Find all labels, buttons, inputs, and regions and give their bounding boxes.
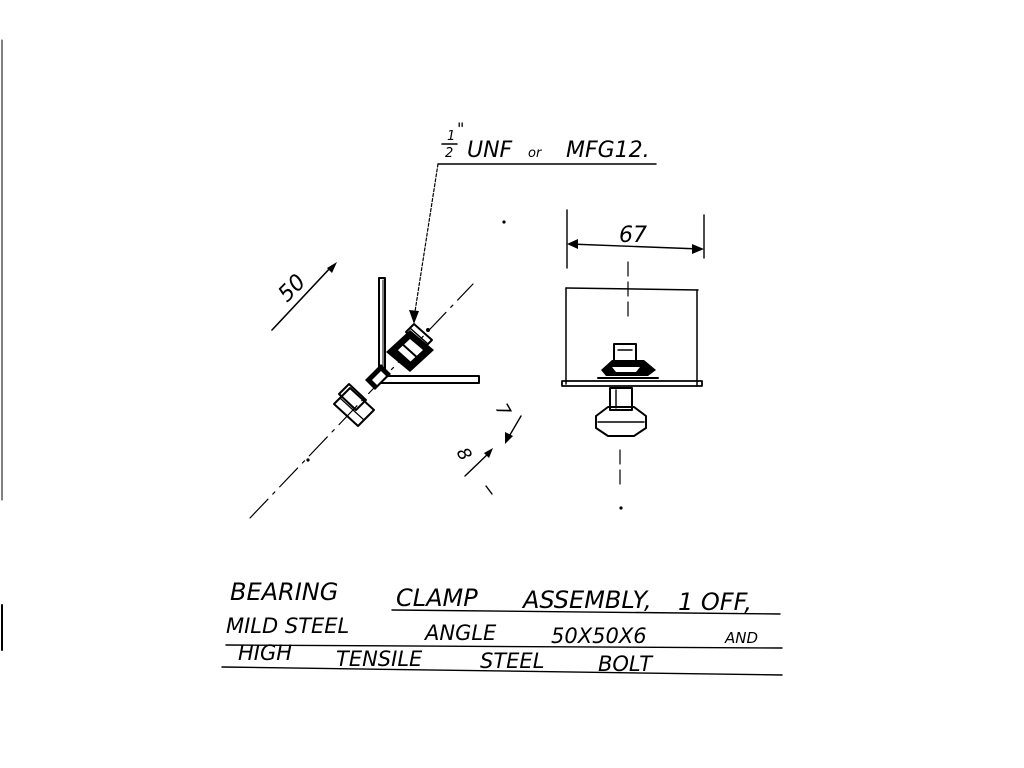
dim-50-label: 50	[274, 270, 311, 307]
caption-l3-w3: STEEL	[480, 649, 544, 673]
top-nut-detail	[409, 327, 429, 345]
bolt-centerline	[249, 283, 474, 519]
caption-l1-w2: CLAMP	[396, 584, 478, 612]
caption-l1-w1: BEARING	[230, 578, 338, 606]
clamp-plate-detail	[399, 341, 421, 361]
callout-connector-text: or	[528, 146, 543, 161]
caption-l2-w4: AND	[724, 629, 758, 647]
dim-50-arrowhead	[327, 262, 337, 273]
centerline-dot	[306, 458, 310, 462]
dim-67-label: 67	[619, 223, 647, 248]
thread-callout: 1 2 " UNF or MFG12.	[409, 119, 657, 324]
dim-50-line	[271, 265, 333, 331]
caption-underline-3	[221, 666, 783, 676]
front-view: 67	[561, 209, 705, 510]
callout-fraction-denominator: 2	[445, 146, 453, 161]
top-nut	[405, 323, 433, 349]
lower-bolt-head	[595, 406, 647, 437]
upper-washer-gap	[612, 367, 640, 372]
clamp-plate-detail	[393, 347, 415, 367]
dim-67-arrowhead-left	[567, 239, 578, 249]
bolt-head-washer	[338, 383, 367, 411]
dim-7-label: 7	[491, 400, 515, 421]
dim-7-arrowhead	[505, 432, 513, 444]
dim-67-arrowhead-right	[692, 244, 704, 254]
angle-vertical-leg	[378, 277, 386, 377]
plate-top-edge	[565, 287, 699, 291]
caption-l2-w1: MILD STEEL	[226, 614, 349, 638]
caption-l1-w3: ASSEMBLY,	[521, 586, 652, 614]
dim-8-tick	[485, 485, 493, 495]
caption-underline-2	[225, 644, 783, 649]
top-nut-dot	[426, 328, 430, 332]
centerline-dot	[502, 220, 506, 224]
dim-8-label: 8	[452, 444, 476, 464]
caption-l2-w3: 50X50X6	[551, 624, 647, 648]
angle-horizontal-leg	[378, 375, 480, 384]
caption-block: BEARING CLAMP ASSEMBLY, 1 OFF, MILD STEE…	[221, 578, 783, 676]
dim-8-arrowhead	[484, 448, 493, 458]
bolt-shank-core	[372, 371, 386, 385]
centerline-dot	[619, 506, 623, 510]
caption-l2-w2: ANGLE	[423, 621, 497, 645]
caption-l1-w4: 1 OFF,	[678, 588, 752, 616]
callout-leader-line	[413, 163, 439, 319]
caption-l3-w1: HIGH	[238, 641, 292, 665]
lower-bolt-shank	[609, 387, 633, 411]
bolt-head-detail	[339, 397, 365, 421]
caption-l3-w2: TENSILE	[336, 647, 423, 671]
caption-underline-1	[391, 609, 781, 615]
plate-base	[561, 380, 703, 387]
side-view: 50 7 8	[249, 220, 522, 519]
callout-fraction-numerator: 1	[447, 129, 455, 144]
callout-leader-arrowhead	[409, 310, 419, 324]
callout-alt-thread-text: MFG12.	[566, 138, 650, 163]
callout-inch-mark: "	[457, 119, 464, 138]
dim-8-line	[464, 451, 491, 477]
dim-67-line	[569, 243, 701, 250]
bolt-head	[333, 387, 375, 427]
callout-thread-text: UNF	[467, 138, 513, 163]
